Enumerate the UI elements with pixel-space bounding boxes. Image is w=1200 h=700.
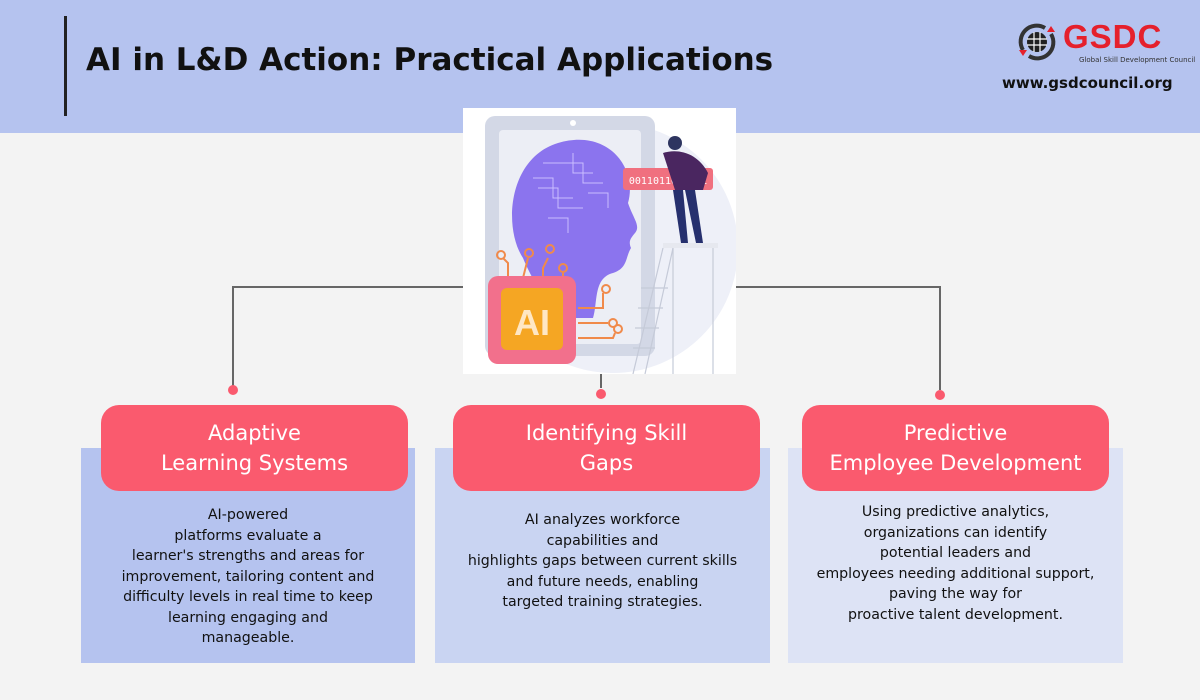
card-title-text: Identifying Skill Gaps	[525, 421, 688, 475]
ai-head-illustration: AI 0011011010111	[485, 116, 736, 374]
connector-dot-center	[596, 389, 606, 399]
connector-left-horizontal	[232, 286, 464, 288]
card-title-skill-gaps: Identifying Skill Gaps	[453, 405, 760, 491]
gsdc-logo[interactable]: GSDC Global Skill Development Council	[1015, 18, 1195, 64]
card-title-text: Predictive Employee Development	[829, 421, 1082, 475]
ai-illustration: AI 0011011010111	[463, 108, 736, 374]
connector-right-horizontal	[736, 286, 940, 288]
connector-dot-left	[228, 385, 238, 395]
logo-text: GSDC	[1063, 18, 1163, 55]
binary-label: 0011011010111	[629, 176, 707, 187]
card-title-text: Adaptive Learning Systems	[160, 421, 349, 475]
connector-center-vertical	[600, 374, 602, 388]
card-body-predictive-development: Using predictive analytics, organization…	[788, 448, 1123, 663]
card-description: Using predictive analytics, organization…	[816, 504, 1095, 623]
connector-left-vertical	[232, 286, 234, 388]
globe-icon	[1018, 23, 1056, 61]
connector-right-vertical	[939, 286, 941, 390]
website-link[interactable]: www.gsdcouncil.org	[1002, 74, 1173, 92]
title-accent-bar	[64, 16, 67, 116]
card-description: AI analyzes workforce capabilities and h…	[467, 512, 738, 610]
card-title-predictive-development: Predictive Employee Development	[802, 405, 1109, 491]
ai-chip-label: AI	[514, 302, 550, 343]
card-description: AI-powered platforms evaluate a learner'…	[121, 507, 375, 646]
logo-subtitle: Global Skill Development Council	[1079, 56, 1196, 64]
page-title: AI in L&D Action: Practical Applications	[86, 42, 774, 78]
card-title-adaptive-learning: Adaptive Learning Systems	[101, 405, 408, 491]
connector-dot-right	[935, 390, 945, 400]
